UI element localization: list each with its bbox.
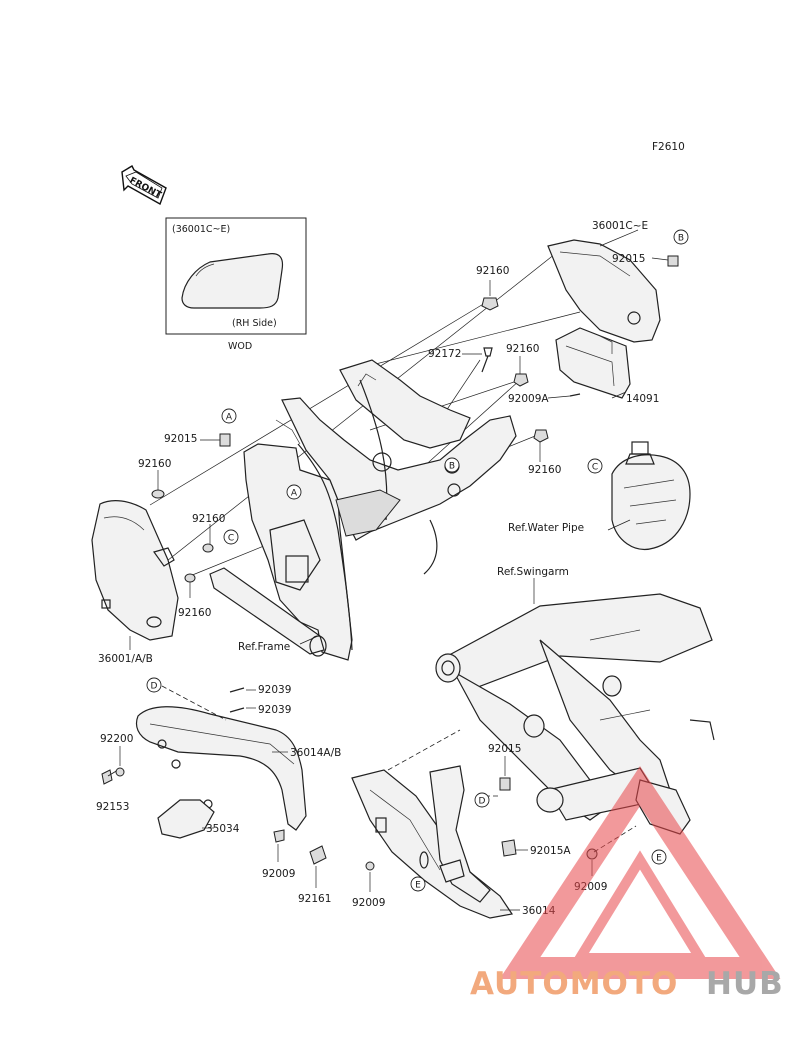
label-14091: 14091 xyxy=(626,393,659,405)
label-92153: 92153 xyxy=(96,801,129,813)
washer-92200 xyxy=(115,767,125,777)
washer-92160-low xyxy=(184,573,196,583)
frame-assembly xyxy=(209,359,517,661)
callout-b-frame: B xyxy=(444,457,460,473)
label-36014AB: 36014A/B xyxy=(290,747,341,759)
grommet-92015-d xyxy=(499,777,511,791)
svg-text:E: E xyxy=(415,881,421,891)
label-92200: 92200 xyxy=(100,733,133,745)
label-92160-left: 92160 xyxy=(138,458,171,470)
washer-92160-left xyxy=(151,489,165,499)
swingarm-assembly xyxy=(435,593,715,835)
bolt-92009A xyxy=(569,393,581,397)
bolt-92172 xyxy=(481,347,493,373)
label-92009-m: 92009 xyxy=(352,897,385,909)
water-pipe-cover xyxy=(611,441,691,550)
label-92160-low: 92160 xyxy=(178,607,211,619)
label-92009-l: 92009 xyxy=(262,868,295,880)
figure-code: F2610 xyxy=(652,141,685,153)
pins-92039 xyxy=(229,687,245,713)
label-92015-a: 92015 xyxy=(164,433,197,445)
grommet-92015A xyxy=(501,839,517,857)
right-side-cover xyxy=(547,239,661,343)
leader-lines xyxy=(119,229,669,911)
washer-92160-c xyxy=(202,543,214,553)
label-92039-1: 92039 xyxy=(258,684,291,696)
svg-text:E: E xyxy=(656,854,662,864)
svg-text:C: C xyxy=(592,463,598,473)
inset-subtitle: (RH Side) xyxy=(232,318,277,329)
svg-text:B: B xyxy=(678,234,684,244)
label-92160-right: 92160 xyxy=(528,464,561,476)
callout-c-right: C xyxy=(587,458,603,474)
inset-title: (36001C~E) xyxy=(172,224,230,235)
bolt-92009-m xyxy=(365,861,375,871)
callout-c-left: C xyxy=(223,529,239,545)
label-92009A: 92009A xyxy=(508,393,549,405)
callout-e-left: E xyxy=(410,876,426,892)
label-92161: 92161 xyxy=(298,893,331,905)
label-92160-top: 92160 xyxy=(476,265,509,277)
nut-92160-top xyxy=(481,297,499,311)
nut-92160-right xyxy=(533,429,549,443)
watermark-text-part2: HUB xyxy=(706,966,784,1002)
label-36001CE: 36001C~E xyxy=(592,220,648,232)
label-36001AB: 36001/A/B xyxy=(98,653,153,665)
callout-a-frame: A xyxy=(286,484,302,500)
watermark-text-part1: AUTOMOTO xyxy=(470,966,678,1002)
svg-text:C: C xyxy=(228,534,234,544)
label-92039-2: 92039 xyxy=(258,704,291,716)
callout-a-top: A xyxy=(221,408,237,424)
svg-text:D: D xyxy=(479,797,486,807)
callout-e-right: E xyxy=(651,849,667,865)
inset-caption: WOD xyxy=(228,341,252,352)
label-92160-c: 92160 xyxy=(192,513,225,525)
plate-92161 xyxy=(309,845,327,865)
front-arrow-icon: FRONT xyxy=(121,165,167,206)
callout-d-left: D xyxy=(146,677,162,693)
callouts: B A A B C C D D xyxy=(146,229,689,892)
svg-text:B: B xyxy=(449,462,455,472)
nut-92160-mid xyxy=(513,373,529,387)
watermark: AUTOMOTO HUB xyxy=(470,766,784,1002)
chain-guard-36014 xyxy=(351,765,514,919)
chain-cover-36014AB xyxy=(135,706,307,839)
label-35034: 35034 xyxy=(206,823,240,835)
watermark-triangle-icon xyxy=(499,766,781,979)
label-ref-water-pipe: Ref.Water Pipe xyxy=(508,522,584,534)
svg-text:D: D xyxy=(151,682,158,692)
label-92015-d: 92015 xyxy=(488,743,521,755)
svg-text:A: A xyxy=(291,489,298,499)
label-92015A: 92015A xyxy=(530,845,571,857)
inset-box: (36001C~E) (RH Side) xyxy=(165,217,307,335)
grommet-92015-a xyxy=(219,433,231,447)
svg-text:A: A xyxy=(226,413,233,423)
label-92172: 92172 xyxy=(428,348,461,360)
label-ref-swingarm: Ref.Swingarm xyxy=(497,566,569,578)
label-92015-b: 92015 xyxy=(612,253,645,265)
grommet-92015-b xyxy=(667,255,679,267)
callout-d-right: D xyxy=(474,792,490,808)
label-ref-frame: Ref.Frame xyxy=(238,641,290,653)
callout-b-top: B xyxy=(673,229,689,245)
left-side-cover xyxy=(91,500,179,641)
label-92160-mid: 92160 xyxy=(506,343,539,355)
inset-side-cover-shape xyxy=(181,253,284,309)
bolt-92009-l xyxy=(273,829,285,843)
bracket-14091 xyxy=(555,327,631,399)
